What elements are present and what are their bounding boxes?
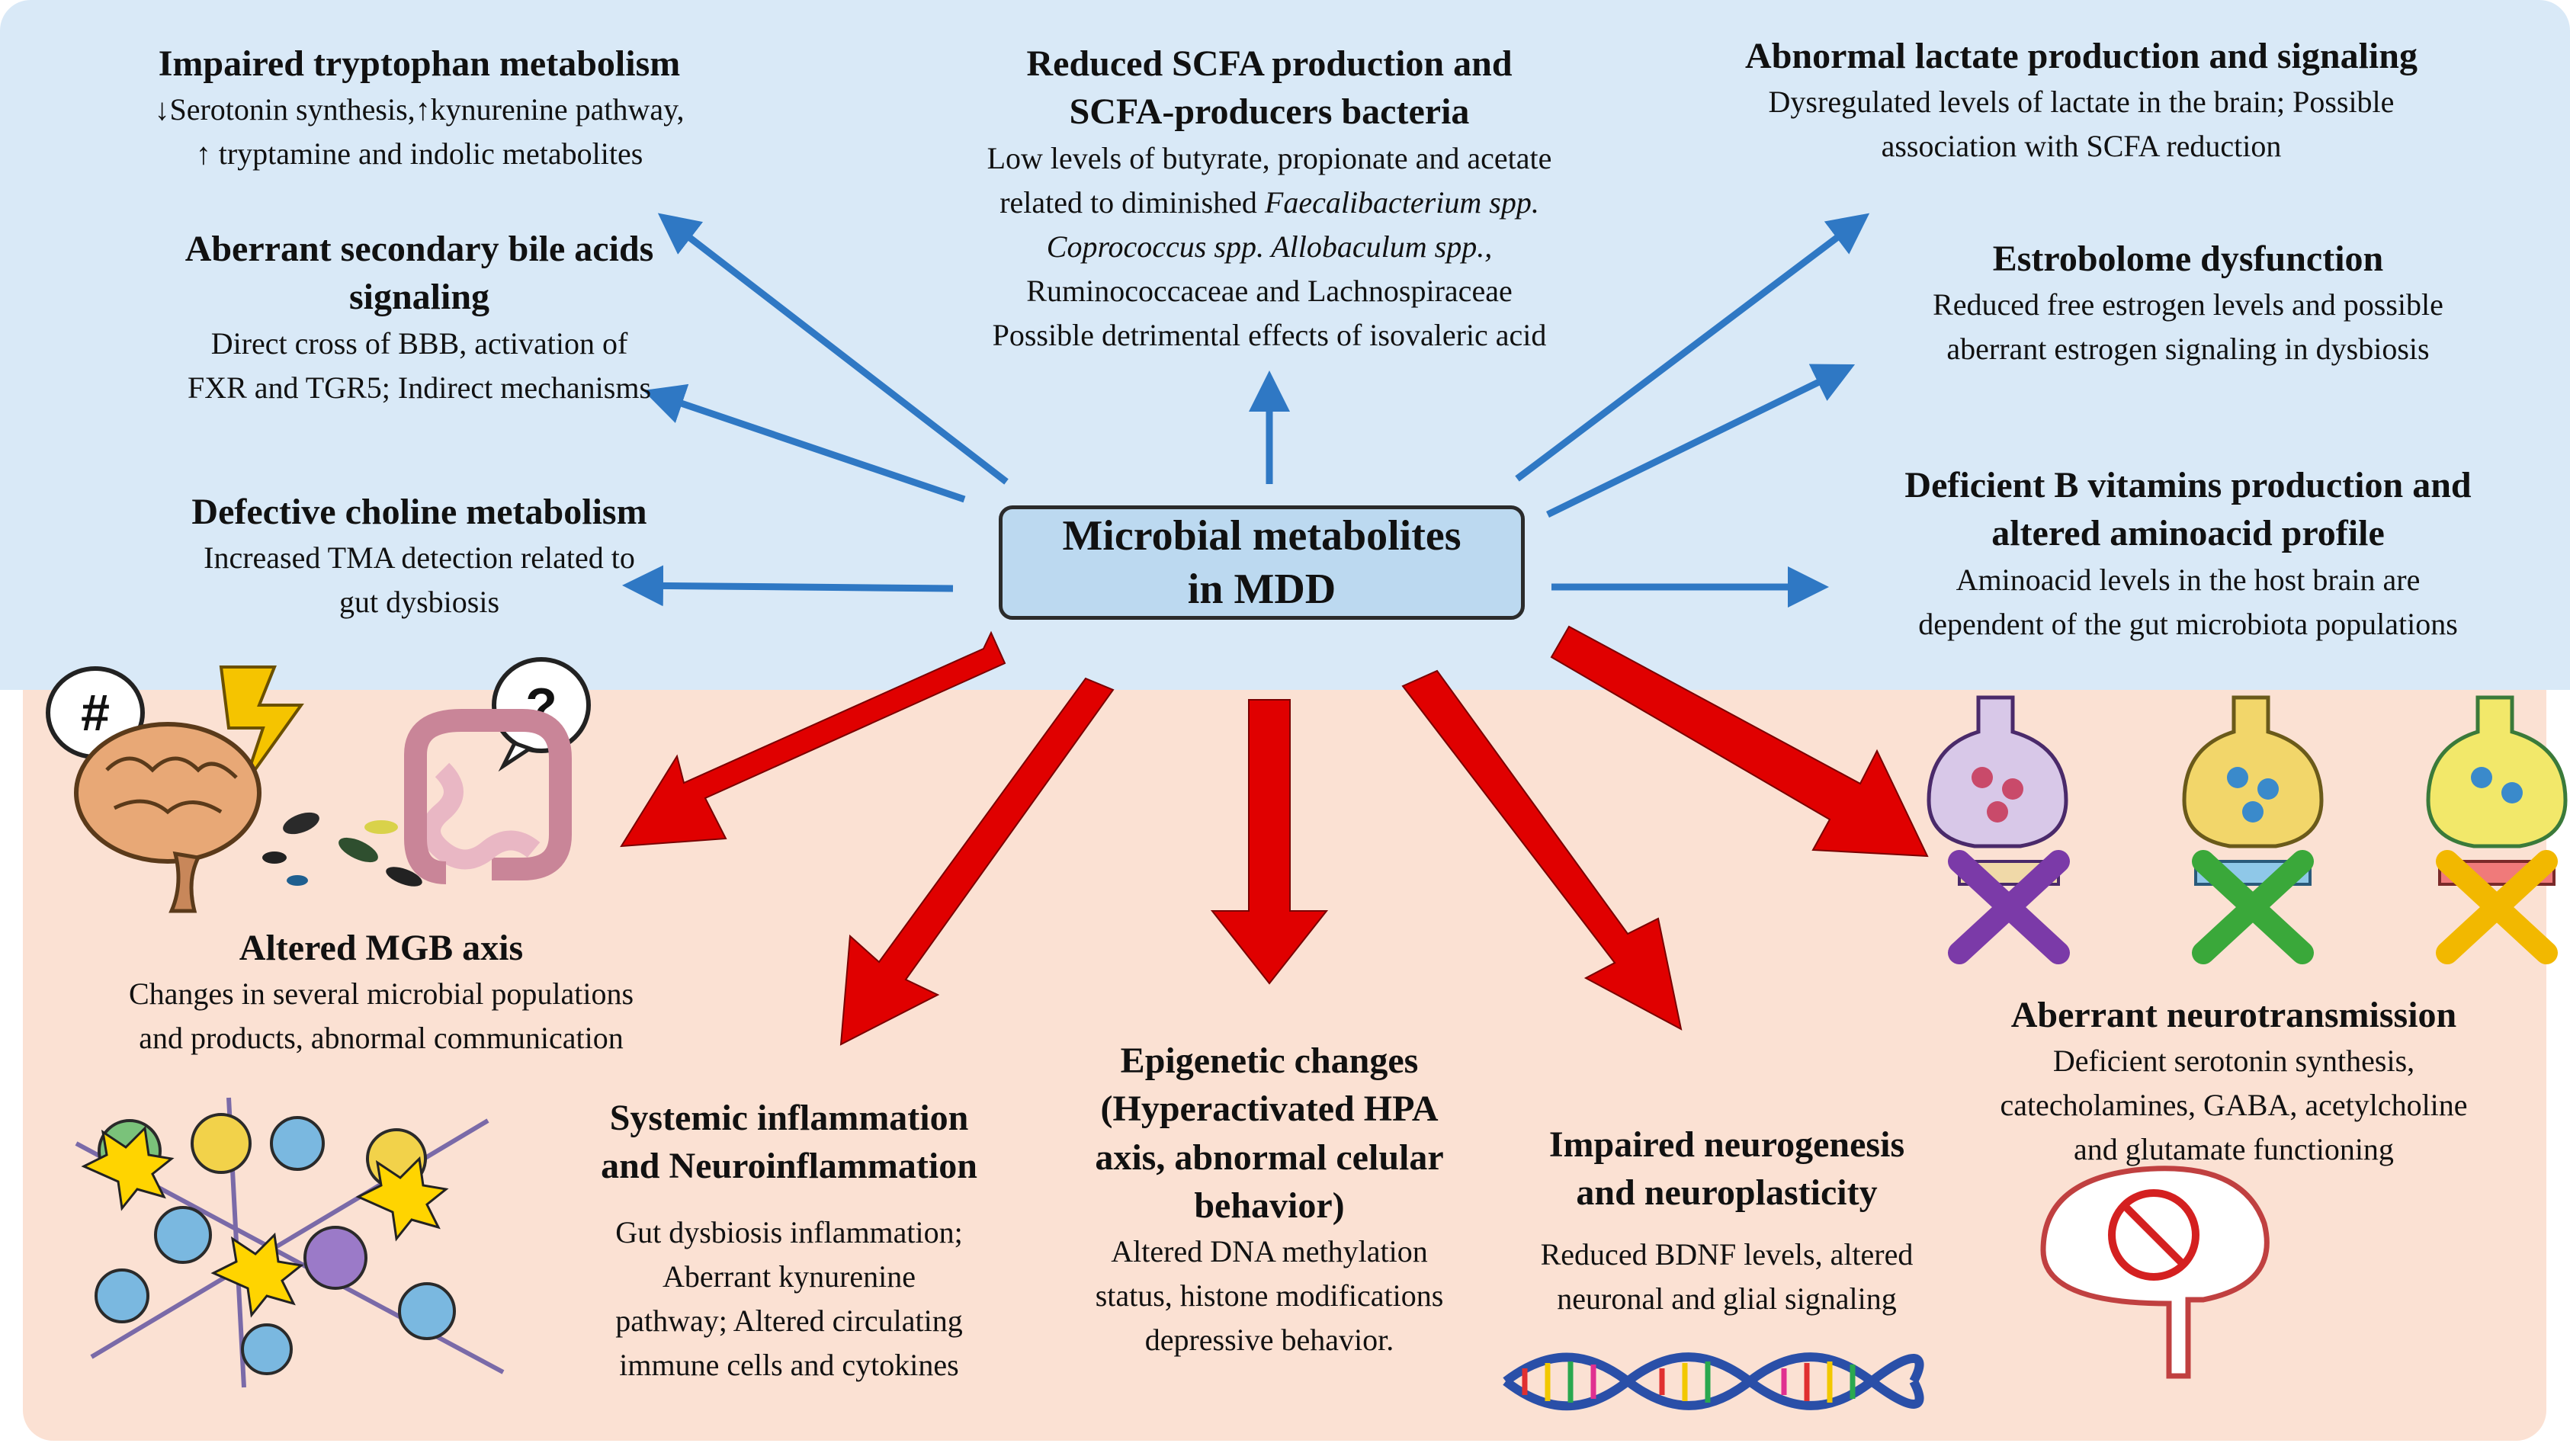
bile-line2: FXR and TGR5; Indirect mechanisms xyxy=(187,370,652,405)
epigenetic-title-line4: behavior) xyxy=(1194,1185,1345,1227)
neurogenesis-title-line2: and neuroplasticity xyxy=(1576,1172,1878,1214)
neurogenesis-box: Impaired neurogenesis and neuroplasticit… xyxy=(1490,1121,1963,1321)
neurotransmission-line1: Deficient serotonin synthesis, xyxy=(2052,1044,2415,1079)
scfa-box: Reduced SCFA production and SCFA-produce… xyxy=(869,40,1670,358)
neurogenesis-title-line1: Impaired neurogenesis xyxy=(1548,1124,1905,1165)
lactate-line1: Dysregulated levels of lactate in the br… xyxy=(1768,85,2395,120)
epigenetic-title-line2: (Hyperactivated HPA xyxy=(1100,1089,1439,1130)
inflammation-title-line1: Systemic inflammation xyxy=(609,1098,969,1138)
inflammation-line2: Aberrant kynurenine xyxy=(662,1259,916,1294)
scfa-title-line1: Reduced SCFA production and xyxy=(1026,43,1513,84)
epigenetic-line1: Altered DNA methylation xyxy=(1111,1234,1428,1269)
choline-line1: Increased TMA detection related to xyxy=(204,540,635,576)
epigenetic-box: Epigenetic changes (Hyperactivated HPA a… xyxy=(1025,1037,1513,1362)
inflammation-line4: immune cells and cytokines xyxy=(619,1347,959,1382)
neurotransmission-title: Aberrant neurotransmission xyxy=(2010,995,2457,1035)
choline-box: Defective choline metabolism Increased T… xyxy=(46,488,793,624)
bile-title-line1: Aberrant secondary bile acids xyxy=(184,229,654,269)
choline-line2: gut dysbiosis xyxy=(338,585,500,620)
bile-acids-box: Aberrant secondary bile acids signaling … xyxy=(46,225,793,410)
inflammation-line3: pathway; Altered circulating xyxy=(615,1303,963,1338)
tryptophan-line1: ↓Serotonin synthesis,↑kynurenine pathway… xyxy=(154,92,685,127)
choline-title: Defective choline metabolism xyxy=(191,492,647,532)
vitamins-title-line2: altered aminoacid profile xyxy=(1991,513,2385,554)
scfa-line1: Low levels of butyrate, propionate and a… xyxy=(987,140,1552,175)
epigenetic-line2: status, histone modifications xyxy=(1095,1278,1444,1313)
bile-title-line2: signaling xyxy=(348,277,490,318)
estrobolome-title: Estrobolome dysfunction xyxy=(1992,239,2384,279)
neurogenesis-line2: neuronal and glial signaling xyxy=(1557,1281,1897,1316)
estrobolome-box: Estrobolome dysfunction Reduced free est… xyxy=(1784,235,2570,371)
estrobolome-line2: aberrant estrogen signaling in dysbiosis xyxy=(1946,332,2430,367)
center-title-line2: in MDD xyxy=(1187,566,1336,613)
epigenetic-title-line1: Epigenetic changes xyxy=(1120,1041,1419,1081)
vitamins-title-line1: Deficient B vitamins production and xyxy=(1904,465,2472,505)
lactate-line2: association with SCFA reduction xyxy=(1881,129,2282,164)
tryptophan-title: Impaired tryptophan metabolism xyxy=(158,43,681,84)
mgb-line2: and products, abnormal communication xyxy=(139,1021,624,1056)
lactate-box: Abnormal lactate production and signalin… xyxy=(1639,32,2523,168)
lactate-title: Abnormal lactate production and signalin… xyxy=(1745,36,2418,76)
tryptophan-line2: ↑ tryptamine and indolic metabolites xyxy=(195,136,643,172)
inflammation-box: Systemic inflammation and Neuroinflammat… xyxy=(545,1094,1033,1387)
bile-line1: Direct cross of BBB, activation of xyxy=(210,326,628,361)
neurotransmission-line3: and glutamate functioning xyxy=(2074,1132,2394,1167)
mgb-title: Altered MGB axis xyxy=(239,928,524,968)
epigenetic-line3: depressive behavior. xyxy=(1144,1323,1394,1358)
neurotransmission-line2: catecholamines, GABA, acetylcholine xyxy=(2000,1088,2468,1123)
vitamins-box: Deficient B vitamins production and alte… xyxy=(1784,461,2570,646)
tryptophan-box: Impaired tryptophan metabolism ↓Serotoni… xyxy=(46,40,793,176)
scfa-line4: Ruminococcaceae and Lachnospiraceae xyxy=(1026,273,1513,308)
center-box-microbial-metabolites: Microbial metabolites in MDD xyxy=(999,505,1525,620)
epigenetic-title-line3: axis, abnormal celular xyxy=(1095,1137,1444,1178)
center-title-line1: Microbial metabolites xyxy=(1062,512,1461,560)
vitamins-line2: dependent of the gut microbiota populati… xyxy=(1918,606,2458,641)
scfa-line2: related to diminished Faecalibacterium s… xyxy=(869,181,1670,225)
mgb-axis-box: Altered MGB axis Changes in several micr… xyxy=(30,924,732,1060)
mgb-line1: Changes in several microbial populations xyxy=(128,977,634,1012)
neurotransmission-box: Aberrant neurotransmission Deficient ser… xyxy=(1921,991,2546,1172)
inflammation-line1: Gut dysbiosis inflammation; xyxy=(615,1214,963,1249)
estrobolome-line1: Reduced free estrogen levels and possibl… xyxy=(1933,287,2443,322)
scfa-line2-genus: Faecalibacterium spp. xyxy=(1264,184,1539,220)
neurogenesis-line1: Reduced BDNF levels, altered xyxy=(1540,1236,1914,1272)
scfa-title-line2: SCFA-producers bacteria xyxy=(1069,91,1470,133)
scfa-line2-text: related to diminished xyxy=(999,184,1265,220)
scfa-line5: Possible detrimental effects of isovaler… xyxy=(992,317,1547,352)
scfa-line3-genera: Coprococcus spp. Allobaculum spp., xyxy=(1046,229,1493,264)
inflammation-title-line2: and Neuroinflammation xyxy=(601,1146,977,1187)
scfa-line3: Coprococcus spp. Allobaculum spp., xyxy=(869,225,1670,269)
vitamins-line1: Aminoacid levels in the host brain are xyxy=(1956,562,2421,597)
